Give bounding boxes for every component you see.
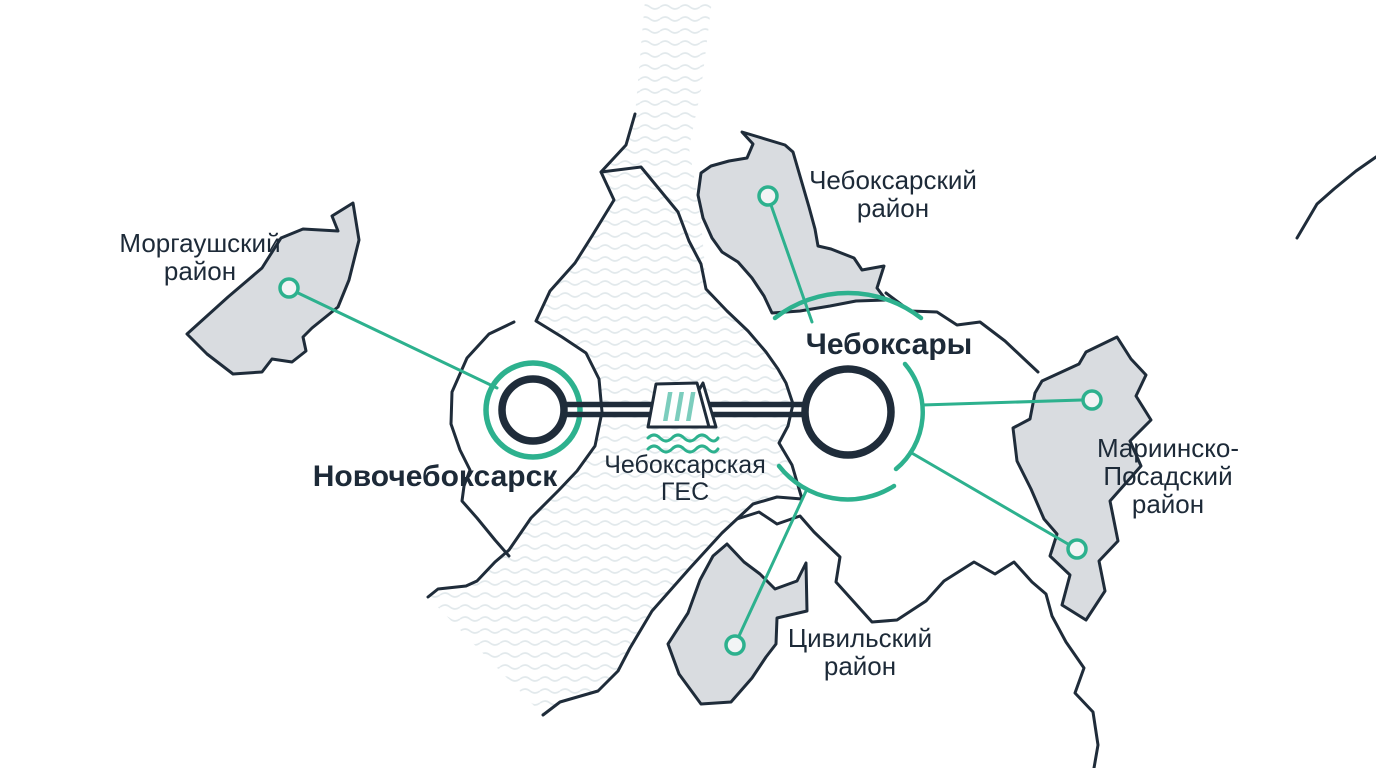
label-tsivilsky-line2: район [824,651,896,681]
cheboksary-node [801,365,895,459]
label-cheboksarsky-line1: Чебоксарский [809,165,977,195]
label-mariinsko-line3: район [1132,489,1204,519]
novocheboksarsk-teal-ring [483,360,583,460]
boundary-river-west-bank [426,112,637,599]
label-ges-line1: Чебоксарская [604,451,765,479]
callout-line-mariinsko-lower [908,450,1070,546]
novocheboksarsk-node [498,375,568,445]
callout-line-mariinsko-upper [920,398,1084,407]
district-tsivilsky-shape [666,542,809,706]
label-cheboksarsky-line2: район [857,193,929,223]
label-tsivilsky-line1: Цивильский [788,623,932,653]
label-ges-line2: ГЕС [661,478,709,506]
cheboksary-arc-top [772,290,924,321]
water-waves-icon [646,433,720,454]
boundary-novocheboksarsk-loop [449,320,516,558]
marker-tsivilsky [724,634,746,656]
dam-icon [646,381,720,454]
label-novocheboksarsk: Новочебоксарск [313,460,559,493]
cheboksary-arc-right [893,361,925,472]
label-mariinsko-line2: Посадский [1103,461,1232,491]
marker-cheboksarsky [757,185,779,207]
label-mariinsko-line1: Мариинско- [1097,433,1239,463]
marker-mariinsko-upper [1081,389,1103,411]
marker-morgaushsky [278,277,300,299]
label-morgaushsky-line1: Моргаушский [119,228,280,258]
label-cheboksary: Чебоксары [806,328,973,361]
callout-line-tsivilsky [737,487,809,638]
boundary-river-east-bank [541,165,804,717]
river-water [428,0,802,715]
callout-line-morgaushsky [294,290,499,390]
boundary-south-zigzag [735,510,1100,768]
cheboksary-arc-bottom [776,463,897,502]
label-morgaushsky-line2: район [164,256,236,286]
boundary-top-right-corner [1295,155,1376,240]
district-mariinsko-posadsky-shape [1011,335,1153,622]
marker-mariinsko-lower [1066,538,1088,560]
district-cheboksarsky-shape [696,130,888,315]
